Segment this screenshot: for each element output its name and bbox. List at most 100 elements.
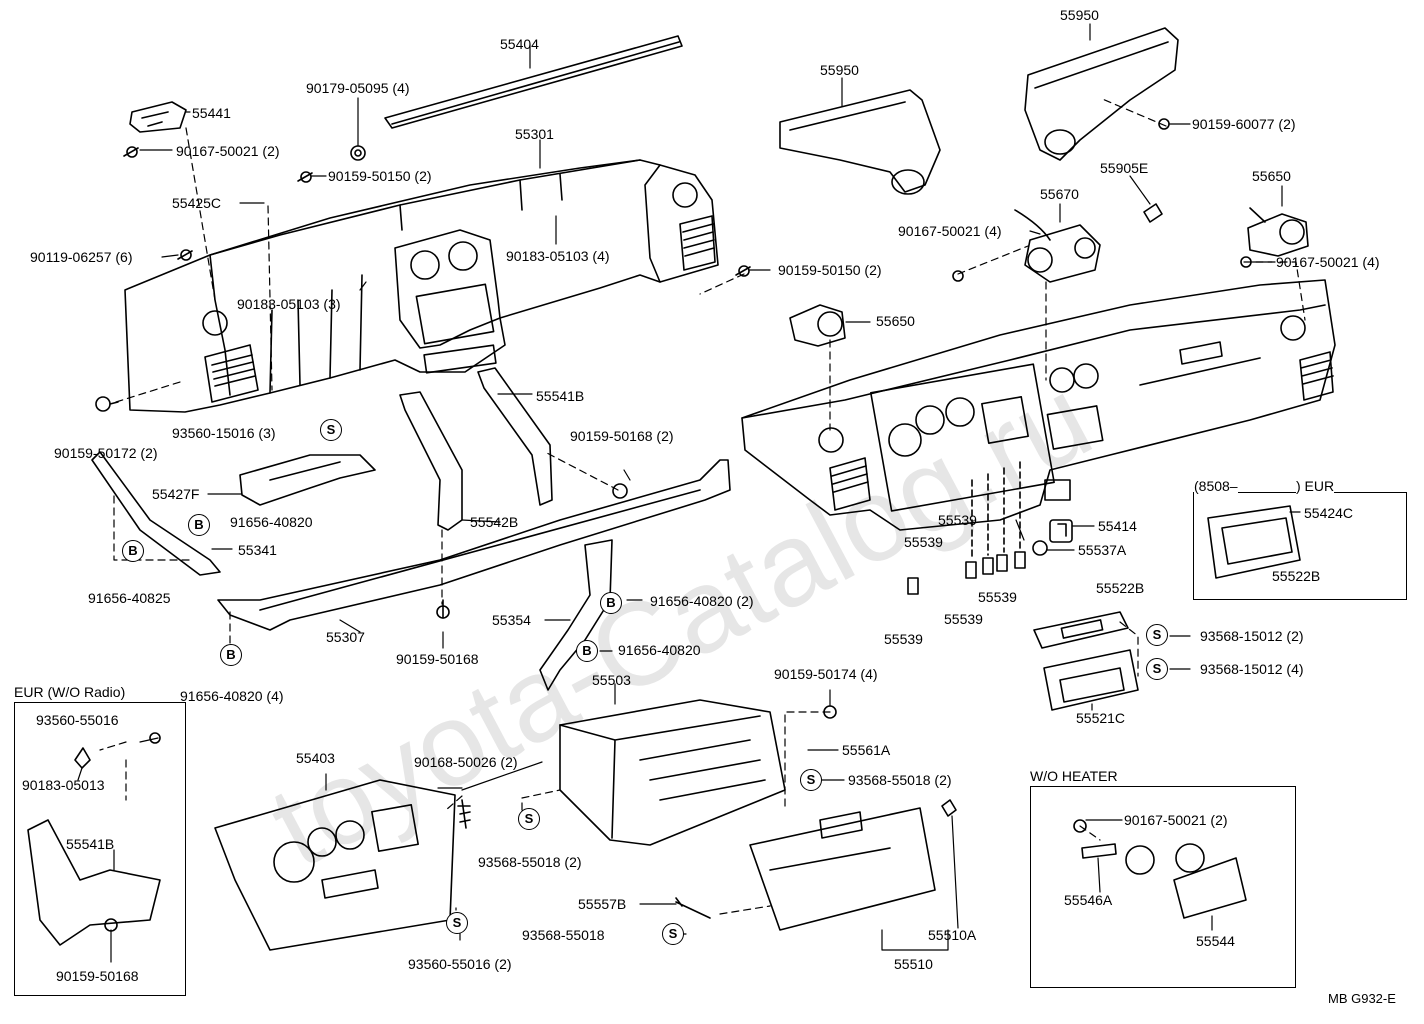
label-90159-50168-b: 90159-50168 [56,968,139,984]
marker-b-91656-40820-4: B [220,644,242,666]
label-55539-a: 55539 [938,512,977,528]
label-55354: 55354 [492,612,531,628]
label-90183-05103-3: 90183-05103 (3) [237,296,341,312]
wo-heater-box [1030,786,1296,988]
label-90183-05103-4: 90183-05103 (4) [506,248,610,264]
marker-s-93568-15012-4: S [1146,658,1168,680]
part-55650-vent-center [789,304,846,347]
label-55557b: 55557B [578,896,627,912]
label-55403: 55403 [296,750,335,766]
part-55510-glovebox-door [749,799,957,931]
label-93568-55018-2a: 93568-55018 (2) [848,772,952,788]
label-91656-40820-a: 91656-40820 [230,514,313,530]
label-55414: 55414 [1098,518,1137,534]
label-93568-15012-4: 93568-15012 (4) [1200,661,1304,677]
label-90159-60077: 90159-60077 (2) [1192,116,1296,132]
part-55301-dashboard-frame [124,159,719,413]
label-91656-40820-b: 91656-40820 [618,642,701,658]
label-55510a: 55510A [928,927,977,943]
part-55905e-clip [1143,203,1163,223]
part-55307-reinforcement [217,459,731,631]
part-55950-duct-right [1024,27,1179,161]
label-91656-40820-4: 91656-40820 (4) [180,688,284,704]
part-55427f-bracket [239,454,376,506]
label-55546a: 55546A [1064,892,1113,908]
label-90168-50026: 90168-50026 (2) [414,754,518,770]
screw-icons [95,118,1252,932]
label-55537a: 55537A [1078,542,1127,558]
label-90159-50168-2: 90159-50168 (2) [570,428,674,444]
part-55414-switch [1049,519,1073,543]
part-55354-brace [539,539,613,691]
label-55950-b: 55950 [1060,7,1099,23]
label-90159-50174: 90159-50174 (4) [774,666,878,682]
label-93568-55018: 93568-55018 [522,927,605,943]
part-55537a-clip [1032,540,1048,556]
label-55561a: 55561A [842,742,891,758]
label-90159-50168-a: 90159-50168 [396,651,479,667]
part-55541b-bracket [477,367,553,506]
label-91656-40820-2: 91656-40820 (2) [650,593,754,609]
part-55404-molding [384,35,683,129]
part-55650-vent-right [1247,213,1309,257]
label-55541b: 55541B [536,388,585,404]
dashboard-assembly [741,279,1336,531]
label-55404: 55404 [500,36,539,52]
label-55522b-box: 55522B [1272,568,1321,584]
label-55427f: 55427F [152,486,200,502]
label-93560-55016: 93560-55016 [36,712,119,728]
label-91656-40825: 91656-40825 [88,590,171,606]
label-90167-50021-2b: 90167-50021 (2) [1124,812,1228,828]
label-55650-b: 55650 [876,313,915,329]
label-55521c: 55521C [1076,710,1126,726]
label-55307: 55307 [326,629,365,645]
label-55539-d: 55539 [944,611,983,627]
leader-lines [77,23,1301,963]
marker-b-91656-40820-a: B [188,514,210,536]
label-55539-b: 55539 [904,534,943,550]
label-90159-50150-2a: 90159-50150 (2) [328,168,432,184]
eur-8508-title-left: (8508– [1194,478,1238,494]
label-93560-55016-2: 93560-55016 (2) [408,956,512,972]
marker-b-91656-40820-b: B [576,640,598,662]
label-90179-05095: 90179-05095 (4) [306,80,410,96]
label-55503: 55503 [592,672,631,688]
part-55557b-hinge [675,897,711,919]
part-55341-bracket [91,451,221,576]
label-55424c: 55424C [1304,505,1354,521]
part-55503-glovebox [559,699,786,846]
part-55670-control [1014,207,1266,283]
marker-s-93568-55018-2a: S [800,769,822,791]
label-55425c: 55425C [172,195,222,211]
marker-s-93568-15012-2: S [1146,624,1168,646]
marker-s-93560-55016-2: S [446,912,468,934]
part-55424c-bezel [1207,505,1301,579]
label-55522b: 55522B [1096,580,1145,596]
label-90167-50021-2: 90167-50021 (2) [176,143,280,159]
label-55670: 55670 [1040,186,1079,202]
eur-8508-title-right: ) EUR [1296,478,1335,494]
marker-b-91656-40820-2: B [600,592,622,614]
label-93568-55018-2b: 93568-55018 (2) [478,854,582,870]
label-90159-50150-2b: 90159-50150 (2) [778,262,882,278]
part-55521c-bezel [1043,649,1139,711]
part-55441-bracket [129,101,187,133]
label-55510: 55510 [894,956,933,972]
label-55544: 55544 [1196,933,1235,949]
label-55539-e: 55539 [884,631,923,647]
part-55542b-bracket [399,391,463,531]
label-55539-c: 55539 [978,589,1017,605]
wo-heater-panel [1081,843,1247,919]
wo-heater-title: W/O HEATER [1030,768,1118,784]
part-55950-duct-left [779,89,941,195]
part-55539-switches [907,461,1026,595]
label-93560-15016: 93560-15016 (3) [172,425,276,441]
marker-b-91656-40825: B [122,540,144,562]
label-90119-06257: 90119-06257 (6) [30,249,133,265]
label-55542b: 55542B [470,514,519,530]
eur-wo-radio-bracket [27,747,161,946]
label-55950-a: 55950 [820,62,859,78]
label-55905e: 55905E [1100,160,1149,176]
marker-s-93560-15016: S [320,419,342,441]
